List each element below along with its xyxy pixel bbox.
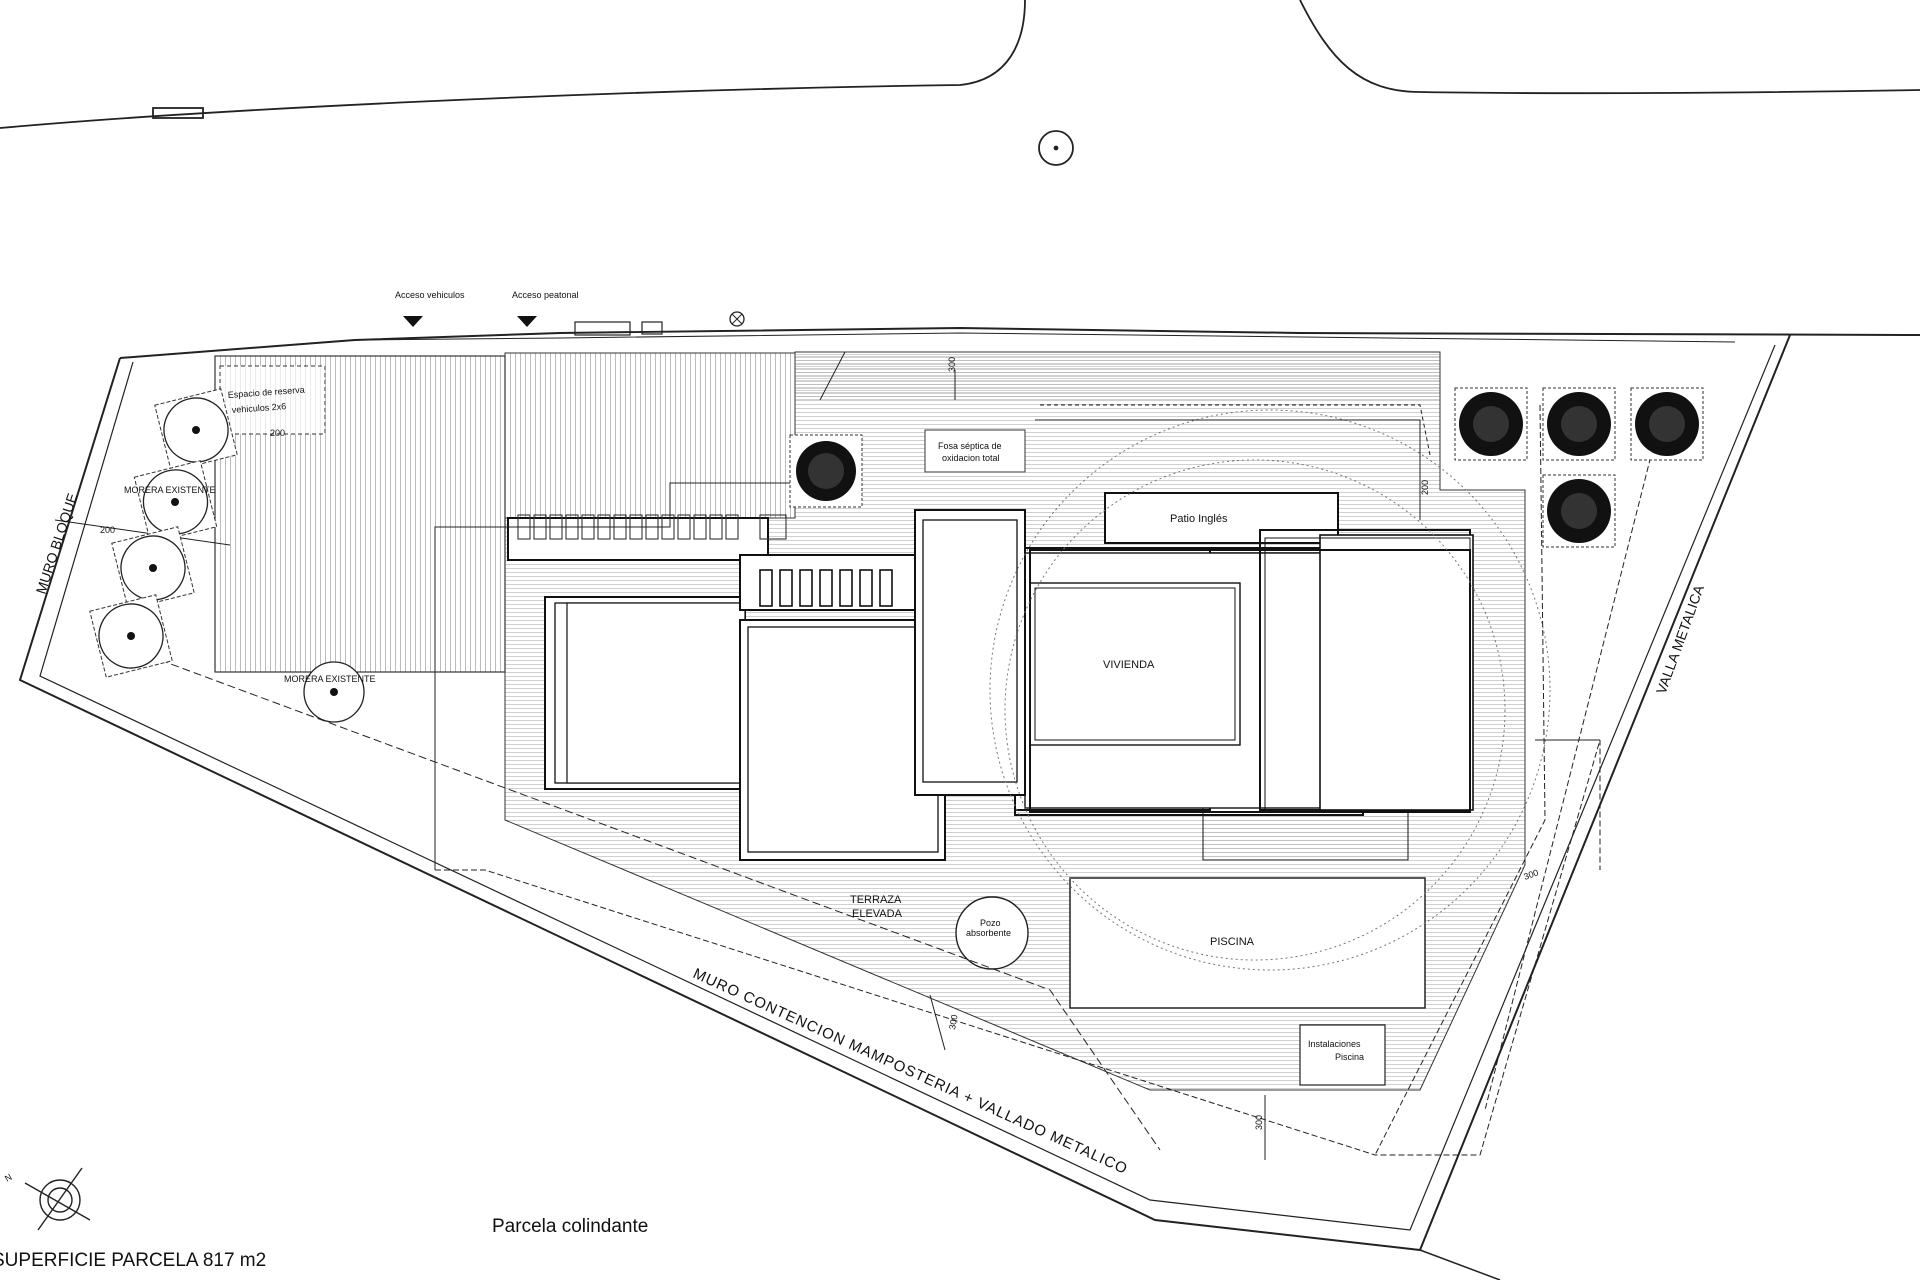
existing-trees xyxy=(89,388,365,723)
pool xyxy=(1069,877,1426,1009)
terraza-label-2: ELEVADA xyxy=(852,908,903,920)
access-arrows xyxy=(403,316,537,327)
svg-text:300: 300 xyxy=(1254,1115,1264,1130)
morera-label-1: MORERA EXISTENTE xyxy=(124,485,216,495)
superficie-parcela-label: SUPERFICIE PARCELA 817 m2 xyxy=(0,1250,266,1271)
compass-north-arrow xyxy=(24,1167,91,1231)
soakaway-well xyxy=(955,896,1029,970)
fosa-septica-label-2: oxidacion total xyxy=(942,453,1000,463)
svg-text:200: 200 xyxy=(100,525,115,535)
terraza-label: TERRAZA xyxy=(850,894,902,906)
acceso-vehiculos-label: Acceso vehiculos xyxy=(395,290,465,300)
muro-bloque-label: MURO BLOQUE xyxy=(33,491,81,596)
north-label: N xyxy=(3,1172,14,1184)
plot-frontage xyxy=(119,311,1920,359)
pozo-label: Pozo xyxy=(980,918,1001,928)
acceso-peatonal-label: Acceso peatonal xyxy=(512,290,579,300)
dimension-labels: 200 200 300 200 300 300 300 xyxy=(100,357,1540,1130)
instalaciones-label-2: Piscina xyxy=(1335,1052,1364,1062)
piscina-label: PISCINA xyxy=(1210,936,1255,948)
valla-metalica-label: VALLA METALICA xyxy=(1653,582,1707,696)
pozo-label-2: absorbente xyxy=(966,928,1011,938)
parcela-colindante-label: Parcela colindante xyxy=(492,1216,648,1237)
reserve-parking-box xyxy=(219,365,326,435)
driveway-hatch xyxy=(504,352,796,519)
vivienda-label: VIVIENDA xyxy=(1103,659,1155,671)
street-outline xyxy=(0,0,1920,166)
instalaciones-label: Instalaciones xyxy=(1308,1039,1361,1049)
morera-label-2: MORERA EXISTENTE xyxy=(284,674,376,684)
setback-lines xyxy=(54,351,1656,1160)
patio-ingles-label: Patio Inglés xyxy=(1170,513,1228,525)
pool-installations xyxy=(1299,1024,1386,1086)
planted-trees xyxy=(789,387,1704,548)
septic-tank xyxy=(924,429,1026,473)
plot-boundary xyxy=(18,334,1920,1280)
setback-circles xyxy=(989,409,1551,971)
svg-text:300: 300 xyxy=(947,357,957,372)
svg-text:300: 300 xyxy=(947,1014,959,1031)
svg-text:200: 200 xyxy=(1420,480,1430,495)
fosa-septica-label: Fosa séptica de xyxy=(938,441,1002,451)
house-footprint xyxy=(1014,492,1474,861)
west-wing xyxy=(507,509,1026,861)
svg-text:200: 200 xyxy=(270,428,285,438)
espacio-reserva-label-2: vehiculos 2x6 xyxy=(231,401,286,415)
skylights-lower xyxy=(759,569,893,607)
svg-text:300: 300 xyxy=(1522,867,1540,882)
